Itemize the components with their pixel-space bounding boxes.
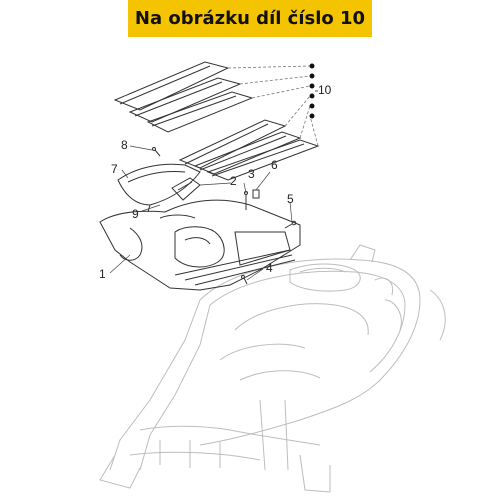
callout-2: 2 bbox=[230, 174, 237, 188]
bracket-part-2 bbox=[171, 177, 201, 201]
title-banner: Na obrázku díl číslo 10 bbox=[128, 0, 372, 37]
screw-part-5 bbox=[284, 220, 297, 229]
callout-leaders bbox=[109, 145, 293, 281]
callout-10: 10 bbox=[318, 83, 332, 97]
callout-4: 4 bbox=[266, 261, 273, 275]
banner-title: Na obrázku díl číslo 10 bbox=[134, 8, 366, 29]
trim-strips-part-10 bbox=[113, 61, 320, 181]
callout-9: 9 bbox=[132, 207, 139, 221]
callout-8: 8 bbox=[121, 138, 128, 152]
screw-part-4 bbox=[241, 275, 248, 285]
callout-dots-10 bbox=[309, 63, 315, 119]
callout-1: 1 bbox=[99, 267, 106, 281]
screw-part-8 bbox=[152, 147, 161, 157]
callout-3: 3 bbox=[248, 167, 255, 181]
front-cover-part-7 bbox=[117, 163, 201, 213]
callout-7: 7 bbox=[111, 162, 118, 176]
screw-part-3 bbox=[244, 191, 248, 210]
leader-lines bbox=[227, 65, 319, 147]
callout-6: 6 bbox=[271, 158, 278, 172]
scooter-frame-ghost bbox=[99, 244, 446, 493]
clip-part-6 bbox=[252, 189, 260, 199]
footboard-part-1 bbox=[99, 199, 301, 291]
callout-5: 5 bbox=[287, 192, 294, 206]
